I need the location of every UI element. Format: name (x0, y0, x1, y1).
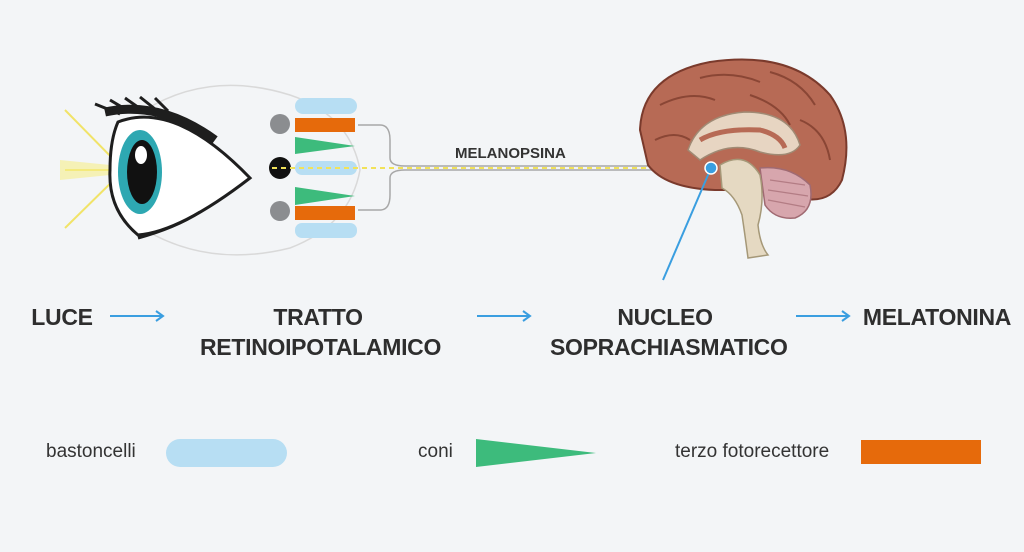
flow-nucleus-line2: SOPRACHIASMATICO (550, 334, 788, 360)
legend-third-label: terzo fotorecettore (675, 441, 830, 462)
legend-rods-label: bastoncelli (46, 441, 136, 462)
cone-top (295, 137, 355, 154)
rod-top (295, 98, 357, 114)
ganglion-dot-top (270, 114, 290, 134)
brain-illustration (638, 58, 848, 259)
flow-label-tract: TRATTO RETINOIPOTALAMICO (200, 302, 442, 362)
flow-tract-line1: TRATTO (273, 304, 363, 330)
legend-cones-label: coni (418, 441, 453, 462)
flow-melatonin-text: MELATONINA (862, 304, 1012, 330)
arrow-1-icon (110, 310, 165, 322)
rod-bottom (295, 223, 357, 238)
ganglion-dot-bottom (270, 201, 290, 221)
cone-bottom (295, 187, 355, 205)
flow-label-melatonin: MELATONINA (862, 302, 1012, 332)
flow-label-light: LUCE (30, 302, 94, 332)
flow-label-nucleus: NUCLEO SOPRACHIASMATICO (550, 302, 788, 362)
melanopsin-label: MELANOPSINA (455, 145, 566, 162)
arrow-3-icon (796, 310, 851, 322)
flow-nucleus-line1: NUCLEO (617, 304, 713, 330)
ganglion-dot-middle (269, 157, 291, 179)
legend-rod-swatch (166, 439, 287, 467)
legend-cone-swatch (476, 439, 596, 467)
retinohypothalamic-tract (358, 124, 705, 211)
flow-arrows (110, 310, 851, 322)
eyeball-outline (144, 84, 361, 256)
legend-third-swatch (861, 440, 981, 464)
light-beam (60, 160, 120, 180)
flow-tract-line2: RETINOIPOTALAMICO (200, 334, 442, 360)
flow-light-text: LUCE (31, 304, 93, 330)
arrow-2-icon (477, 310, 532, 322)
nucleus-dot (704, 161, 718, 175)
third-bottom (295, 206, 355, 220)
eye-icon (94, 95, 253, 240)
third-top (295, 118, 355, 132)
nucleus-pointer (662, 167, 712, 281)
